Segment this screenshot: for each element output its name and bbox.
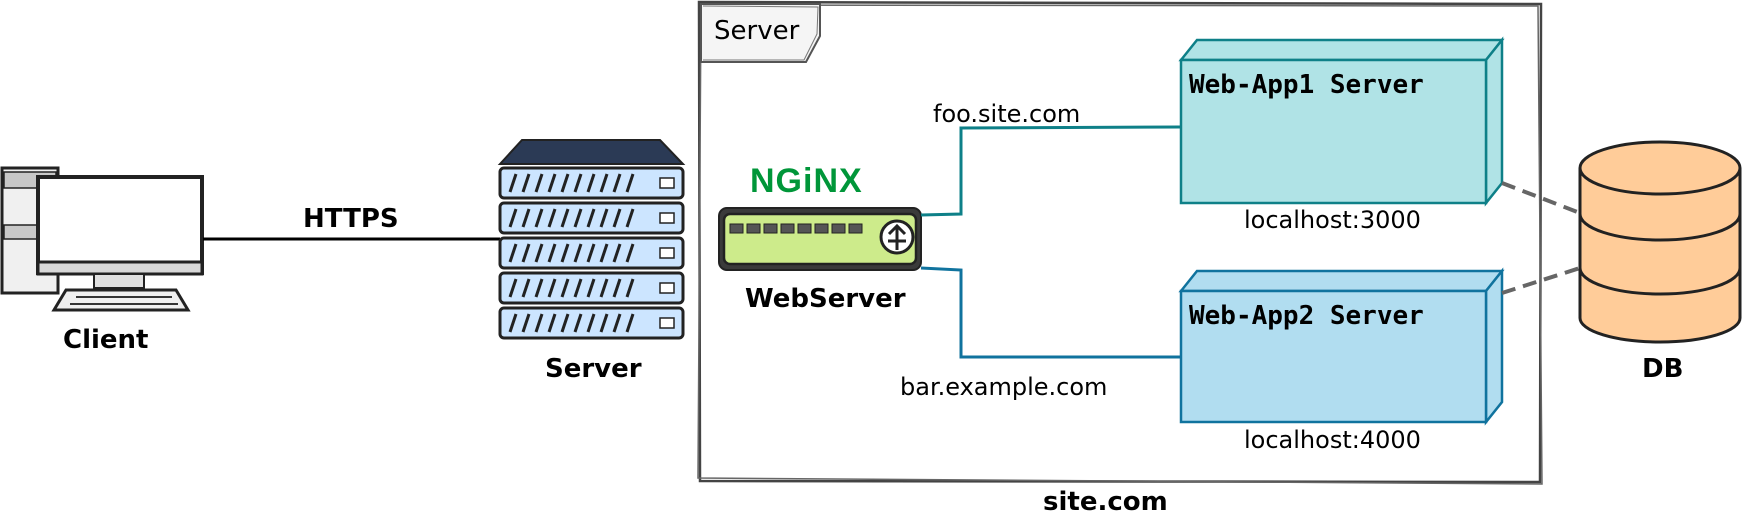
rack-vent: [521, 173, 531, 193]
switch-port: [780, 223, 795, 234]
rack-vent: [573, 173, 583, 193]
rack-vent: [612, 278, 622, 298]
webserver-label: WebServer: [745, 284, 906, 314]
rack-vent: [586, 173, 596, 193]
rack-vent: [534, 278, 544, 298]
web-app2-server-box: [1178, 267, 1505, 426]
rack-indicator: [659, 247, 675, 259]
rack-vent: [508, 243, 518, 263]
rack-vent: [586, 313, 596, 333]
switch-port: [763, 223, 778, 234]
switch-port: [797, 223, 812, 234]
db-label: DB: [1642, 354, 1684, 384]
rack-indicator: [659, 177, 675, 189]
rack-vent: [599, 243, 609, 263]
web-app1-address: localhost:3000: [1244, 206, 1421, 234]
rack-vent: [521, 313, 531, 333]
rack-vent: [508, 173, 518, 193]
rack-vent: [508, 278, 518, 298]
rack-vent: [521, 208, 531, 228]
server-rack-icon: [497, 139, 686, 340]
client-label: Client: [63, 325, 149, 355]
rack-vent: [560, 278, 570, 298]
db-connector-app1: [1501, 181, 1581, 215]
rack-indicator: [659, 282, 675, 294]
rack-vent: [586, 243, 596, 263]
rack-vent: [547, 278, 557, 298]
rack-vent: [625, 313, 635, 333]
network-switch-icon: [718, 207, 922, 271]
route-domain-foo: foo.site.com: [933, 100, 1081, 128]
rack-vent: [612, 243, 622, 263]
route-domain-bar: bar.example.com: [900, 373, 1108, 401]
rack-vent: [521, 243, 531, 263]
route-connector-app2: [920, 266, 1181, 359]
rack-vent: [534, 208, 544, 228]
switch-port: [814, 223, 829, 234]
web-app2-address: localhost:4000: [1244, 426, 1421, 454]
rack-vent: [534, 313, 544, 333]
rack-vent: [534, 243, 544, 263]
rack-vent: [560, 243, 570, 263]
rack-vent: [625, 278, 635, 298]
rack-vent: [573, 243, 583, 263]
rack-indicator: [659, 317, 675, 329]
rack-vent: [521, 278, 531, 298]
rack-vent: [534, 173, 544, 193]
database-icon: [1578, 140, 1742, 344]
desktop-computer-icon: [0, 166, 204, 312]
nginx-logo: NGiNX: [750, 162, 863, 200]
rack-vent: [625, 208, 635, 228]
switch-port: [729, 223, 744, 234]
server-rack-label: Server: [545, 354, 642, 384]
frame-tag-shape: [700, 3, 821, 63]
rack-vent: [573, 313, 583, 333]
rack-vent: [612, 313, 622, 333]
server-frame-caption: site.com: [1043, 487, 1168, 517]
rack-vent: [560, 173, 570, 193]
rack-vent: [508, 313, 518, 333]
rack-vent: [547, 243, 557, 263]
switch-port: [831, 223, 846, 234]
rack-vent: [547, 208, 557, 228]
rack-vent: [612, 208, 622, 228]
rack-vent: [599, 278, 609, 298]
rack-vent: [547, 313, 557, 333]
rack-vent: [586, 278, 596, 298]
server-frame-tag: Server: [714, 16, 800, 46]
rack-vent: [625, 173, 635, 193]
rack-vent: [508, 208, 518, 228]
rack-vent: [625, 243, 635, 263]
route-connector-app1: [920, 125, 1182, 217]
rack-vent: [547, 173, 557, 193]
web-app1-server-box: [1178, 36, 1505, 207]
rack-vent: [573, 208, 583, 228]
server-frame: [697, 0, 1543, 485]
rack-vent: [560, 313, 570, 333]
rack-vent: [599, 173, 609, 193]
rack-vent: [599, 208, 609, 228]
rack-vent: [612, 173, 622, 193]
db-connector-app2: [1501, 266, 1581, 295]
web-app2-title: Web-App2 Server: [1189, 301, 1424, 331]
rack-vent: [573, 278, 583, 298]
rack-vent: [599, 313, 609, 333]
switch-port: [746, 223, 761, 234]
rack-indicator: [659, 212, 675, 224]
web-app1-title: Web-App1 Server: [1189, 70, 1424, 100]
https-link-label: HTTPS: [303, 204, 399, 234]
rack-vent: [586, 208, 596, 228]
rack-vent: [560, 208, 570, 228]
switch-port: [848, 223, 863, 234]
